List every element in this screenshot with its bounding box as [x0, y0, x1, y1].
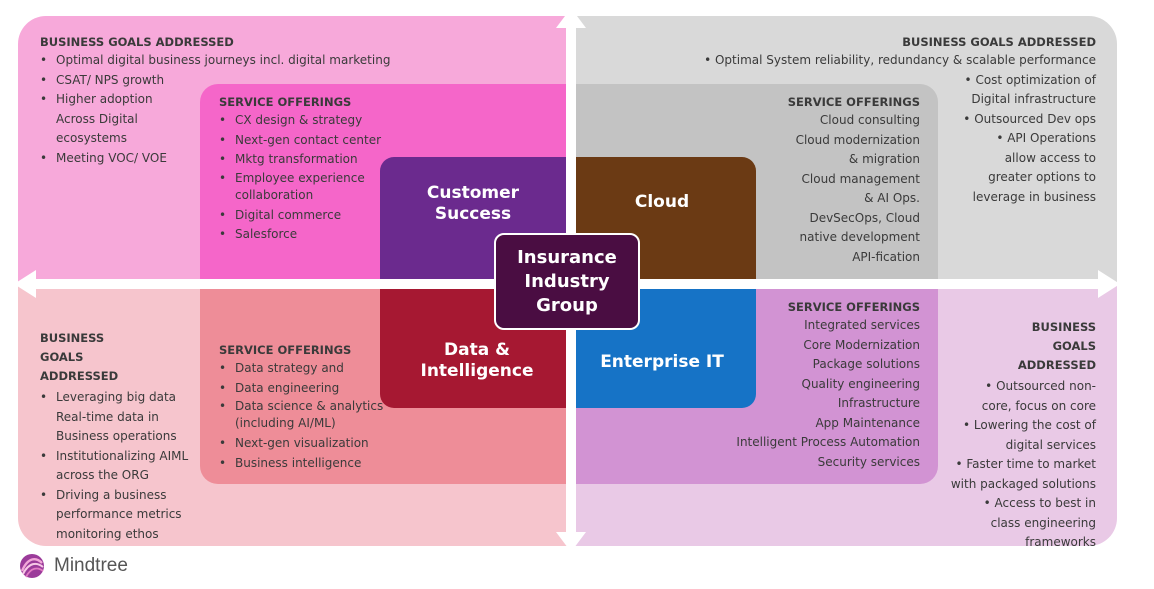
offering-item: App Maintenance — [815, 415, 920, 430]
offering-item: Package solutions — [812, 357, 920, 371]
offerings-list: Cloud consulting Cloud modernization & m… — [770, 111, 920, 267]
offering-item: Employee experience collaboration — [219, 170, 385, 206]
arrow-right-icon — [1098, 270, 1120, 298]
goal-item: Leveraging big data Real-time data in Bu… — [40, 388, 196, 447]
offering-item: Security services — [817, 454, 920, 469]
goal-item: Meeting VOC/ VOE — [40, 149, 420, 169]
goal-item: Cost optimization of Digital infrastruct… — [946, 71, 1096, 110]
tr-goals: BUSINESS GOALS ADDRESSED Optimal System … — [690, 34, 1096, 207]
goals-header: BUSINESS GOALS ADDRESSED — [40, 35, 234, 49]
tl-goals: BUSINESS GOALS ADDRESSED Optimal digital… — [40, 34, 420, 168]
center-insurance-industry-group: Insurance Industry Group — [494, 233, 640, 330]
offering-item: Intelligent Process Automation — [736, 435, 920, 449]
goal-item: Optimal System reliability, redundancy &… — [690, 51, 1096, 71]
offering-item: Infrastructure — [837, 396, 920, 410]
offering-item: Business intelligence — [219, 454, 399, 474]
offering-item: Data strategy and — [219, 359, 399, 379]
offering-item: Cloud management & AI Ops. — [801, 171, 920, 206]
goal-item: CSAT/ NPS growth — [40, 71, 420, 91]
offerings-header: SERVICE OFFERINGS — [219, 343, 352, 357]
offering-item: Data science & analytics (including AI/M… — [219, 398, 399, 434]
offering-item: Mktg transformation — [219, 150, 399, 170]
goal-item: Outsourced Dev ops — [690, 110, 1096, 130]
goal-item: Lowering the cost of digital services — [956, 416, 1096, 455]
goals-list: Outsourced non-core, focus on core Lower… — [946, 377, 1096, 553]
goal-item: Access to best in class engineering fram… — [971, 494, 1096, 553]
goal-item: Outsourced non-core, focus on core — [956, 377, 1096, 416]
br-goals: BUSINESS GOALS ADDRESSED Outsourced non-… — [946, 318, 1096, 553]
offering-item: Cloud modernization & migration — [795, 132, 920, 167]
goals-header: BUSINESS GOALS ADDRESSED — [1017, 320, 1096, 372]
offering-item: Core Modernization — [803, 337, 920, 352]
bl-goals: BUSINESS GOALS ADDRESSED Leveraging big … — [40, 329, 200, 544]
offering-item: Digital commerce — [219, 206, 399, 226]
offering-item: Next-gen visualization — [219, 434, 399, 454]
tl-offerings: SERVICE OFFERINGS CX design & strategy N… — [219, 94, 399, 245]
offerings-header: SERVICE OFFERINGS — [219, 95, 352, 109]
goals-header: BUSINESS GOALS ADDRESSED — [902, 35, 1096, 49]
mindtree-logo-icon — [20, 554, 44, 578]
goals-header: BUSINESS GOALS ADDRESSED — [40, 331, 119, 383]
goal-item: Driving a business performance metrics m… — [40, 486, 196, 545]
arrow-up-icon — [556, 8, 586, 28]
offering-item: Integrated services — [804, 318, 920, 332]
offering-item: Cloud consulting — [819, 113, 920, 127]
offerings-header: SERVICE OFFERINGS — [787, 95, 920, 109]
core-label: Cloud — [634, 192, 690, 212]
center-label: Insurance Industry Group — [517, 246, 617, 316]
offering-item: Salesforce — [219, 225, 399, 245]
arrow-down-icon — [556, 532, 586, 552]
brand-name: Mindtree — [54, 555, 128, 576]
mindtree-logo: Mindtree — [18, 553, 128, 579]
goal-item: Institutionalizing AIML across the ORG — [40, 447, 206, 486]
offerings-header: SERVICE OFFERINGS — [787, 300, 920, 314]
goals-list: Leveraging big data Real-time data in Bu… — [40, 388, 200, 544]
br-offerings: SERVICE OFFERINGS Integrated services Co… — [720, 299, 920, 472]
goal-item: API Operations allow access to greater o… — [966, 129, 1096, 207]
tr-offerings: SERVICE OFFERINGS Cloud consulting Cloud… — [770, 94, 920, 267]
bl-offerings: SERVICE OFFERINGS Data strategy and Data… — [219, 342, 399, 473]
offering-item: Quality engineering — [801, 376, 921, 391]
offering-item: API-fication — [852, 249, 920, 264]
goal-item: Optimal digital business journeys incl. … — [40, 51, 420, 71]
offering-item: Next-gen contact center — [219, 131, 399, 151]
core-enterprise-it: Enterprise IT — [572, 282, 756, 408]
offering-item: Data engineering — [219, 379, 399, 399]
offerings-list: Integrated services Core Modernization P… — [720, 316, 920, 472]
offerings-list: CX design & strategy Next-gen contact ce… — [219, 111, 399, 245]
offerings-list: Data strategy and Data engineering Data … — [219, 359, 399, 473]
core-label: Data & Intelligence — [420, 340, 534, 381]
goals-list: Optimal System reliability, redundancy &… — [690, 51, 1096, 207]
goal-item: Higher adoption Across Digital ecosystem… — [40, 90, 166, 149]
offering-item: DevSecOps, Cloud native development — [799, 210, 920, 245]
arrow-left-icon — [14, 270, 36, 298]
core-label: Enterprise IT — [600, 352, 724, 372]
goals-list: Optimal digital business journeys incl. … — [40, 51, 420, 168]
goal-item: Faster time to market with packaged solu… — [946, 455, 1096, 494]
core-label: Customer Success — [426, 183, 520, 224]
offering-item: CX design & strategy — [219, 111, 399, 131]
